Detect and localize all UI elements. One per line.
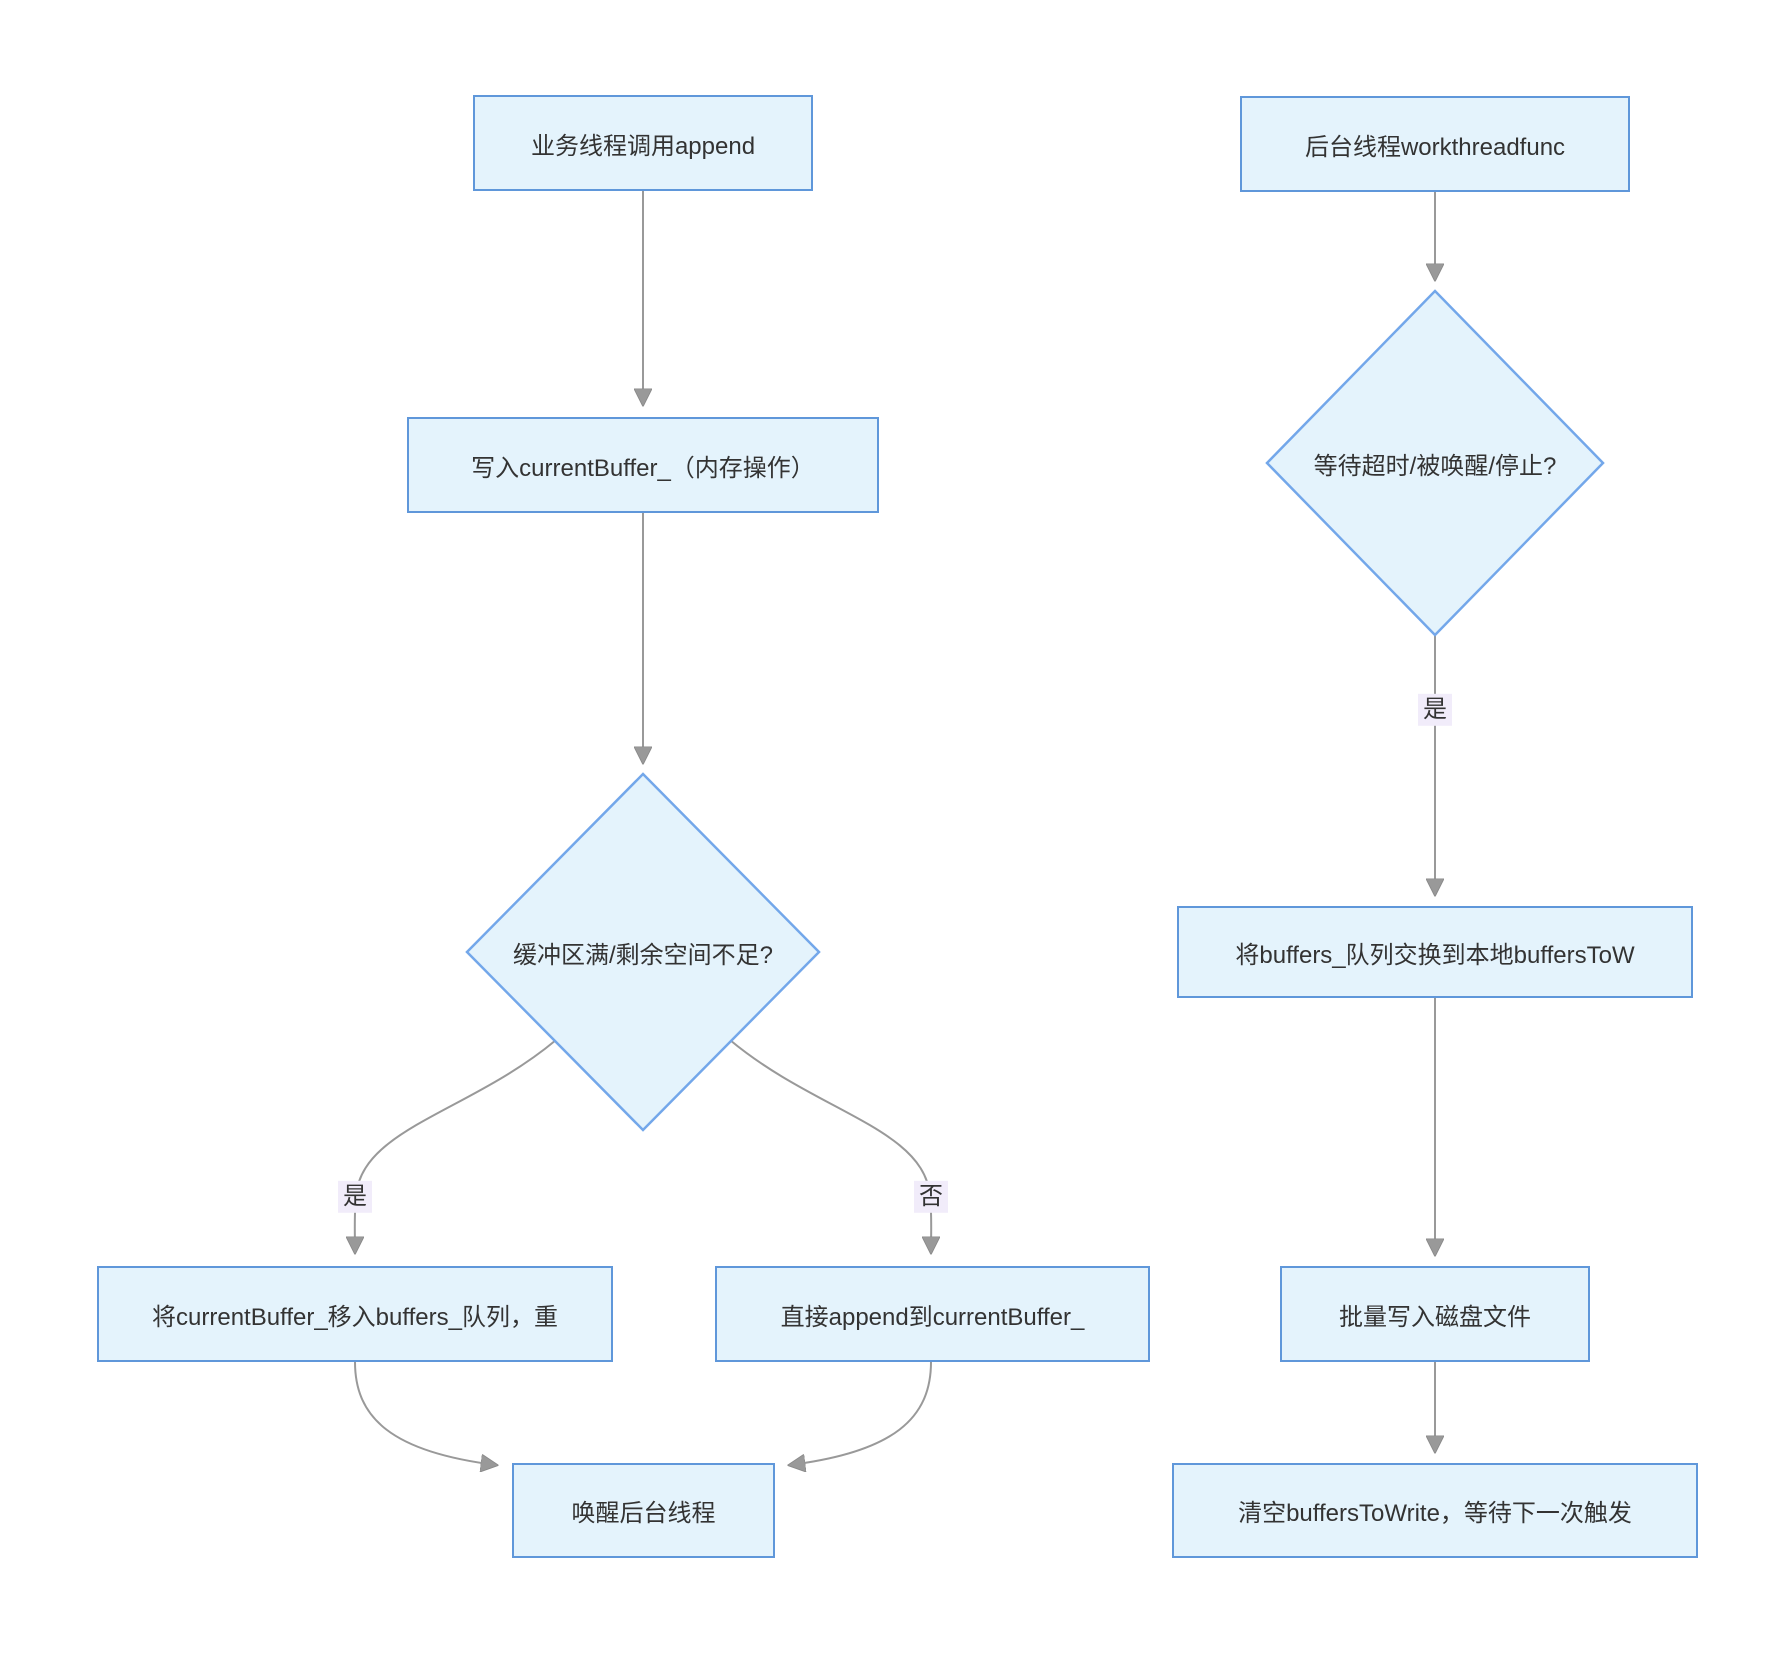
edge-label-yes-left: 是 (338, 1180, 372, 1214)
node-clear-and-wait: 清空buffersToWrite，等待下一次触发 (1172, 1463, 1698, 1558)
node-append-call: 业务线程调用append (473, 95, 813, 191)
node-move-to-queue-label: 将currentBuffer_移入buffers_队列，重 (152, 1303, 558, 1331)
node-move-to-queue: 将currentBuffer_移入buffers_队列，重 (97, 1266, 613, 1362)
node-workthreadfunc-label: 后台线程workthreadfunc (1304, 133, 1566, 161)
node-append-call-label: 业务线程调用append (530, 132, 756, 160)
node-wake-backend: 唤醒后台线程 (512, 1463, 775, 1558)
node-direct-append: 直接append到currentBuffer_ (715, 1266, 1150, 1362)
wait-decision-diamond (1265, 289, 1605, 637)
node-swap-queue: 将buffers_队列交换到本地buffersToW (1177, 906, 1693, 998)
node-direct-append-label: 直接append到currentBuffer_ (780, 1303, 1085, 1331)
node-write-current-buffer: 写入currentBuffer_（内存操作） (407, 417, 879, 513)
edge-label-yes-right: 是 (1418, 693, 1452, 727)
node-write-current-buffer-label: 写入currentBuffer_（内存操作） (471, 454, 815, 482)
edge-move-to-wake (354, 1361, 496, 1465)
edge-label-no: 否 (914, 1180, 948, 1214)
node-workthreadfunc: 后台线程workthreadfunc (1240, 96, 1630, 192)
node-clear-and-wait-label: 清空buffersToWrite，等待下一次触发 (1238, 1500, 1632, 1527)
edge-decision-yes-to-move (355, 1039, 557, 1252)
edge-decision-no-to-append (729, 1039, 931, 1252)
node-swap-queue-label: 将buffers_队列交换到本地buffersToW (1235, 941, 1635, 969)
node-batch-write: 批量写入磁盘文件 (1280, 1266, 1590, 1362)
buffer-full-decision-diamond (465, 772, 821, 1132)
node-batch-write-label: 批量写入磁盘文件 (1339, 1303, 1531, 1331)
edge-append-to-wake (790, 1361, 932, 1465)
node-wake-backend-label: 唤醒后台线程 (571, 1500, 716, 1527)
